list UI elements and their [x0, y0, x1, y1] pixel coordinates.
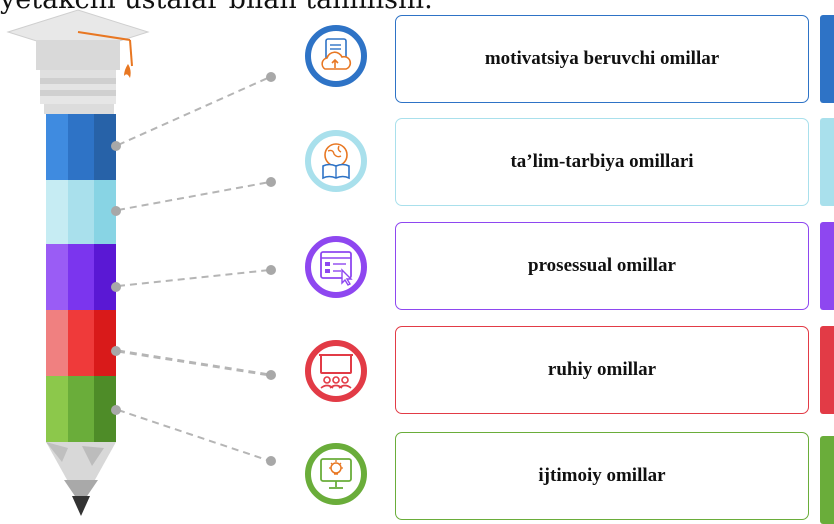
item-2-icon-circle — [305, 130, 367, 192]
item-5-label: ijtimoiy omillar — [538, 465, 666, 486]
pencil-ferrule — [40, 70, 116, 114]
browser-click-icon — [320, 251, 353, 286]
pencil-tip — [46, 442, 116, 516]
pencil-segment-purple — [46, 244, 116, 310]
item-3-icon-circle — [305, 236, 367, 298]
item-2-box: ta’lim-tarbiya omillari — [395, 118, 809, 206]
item-1-box: motivatsiya beruvchi omillar — [395, 15, 809, 103]
item-1-tab — [820, 15, 834, 103]
item-5-tab — [820, 436, 834, 524]
globe-book-icon — [322, 143, 350, 180]
item-3-label: prosessual omillar — [528, 255, 676, 276]
connector-lines — [117, 76, 271, 462]
item-3-tab — [820, 222, 834, 310]
item-2-tab — [820, 118, 834, 206]
item-1-icon-circle — [305, 25, 367, 87]
audience-screen-icon — [319, 354, 353, 389]
item-2-label: ta’lim-tarbiya omillari — [510, 151, 694, 172]
pencil-segment-green — [46, 376, 116, 442]
item-5-icon-circle — [305, 443, 367, 505]
item-4-box: ruhiy omillar — [395, 326, 809, 414]
pencil-segment-lightblue — [46, 180, 116, 244]
pencil-segment-red — [46, 310, 116, 376]
item-1-label: motivatsiya beruvchi omillar — [484, 48, 720, 69]
item-5-box: ijtimoiy omillar — [395, 432, 809, 520]
header-text: yetakchi ustalar bilan tahlilishi. — [0, 0, 433, 15]
graduation-cap-icon — [6, 9, 150, 78]
pencil-segment-blue — [46, 114, 116, 180]
monitor-idea-icon — [320, 458, 352, 489]
item-3-box: prosessual omillar — [395, 222, 809, 310]
item-4-icon-circle — [305, 340, 367, 402]
item-4-tab — [820, 326, 834, 414]
item-4-label: ruhiy omillar — [547, 359, 657, 380]
connector-dots — [111, 72, 276, 466]
document-cloud-upload-icon — [321, 38, 352, 70]
